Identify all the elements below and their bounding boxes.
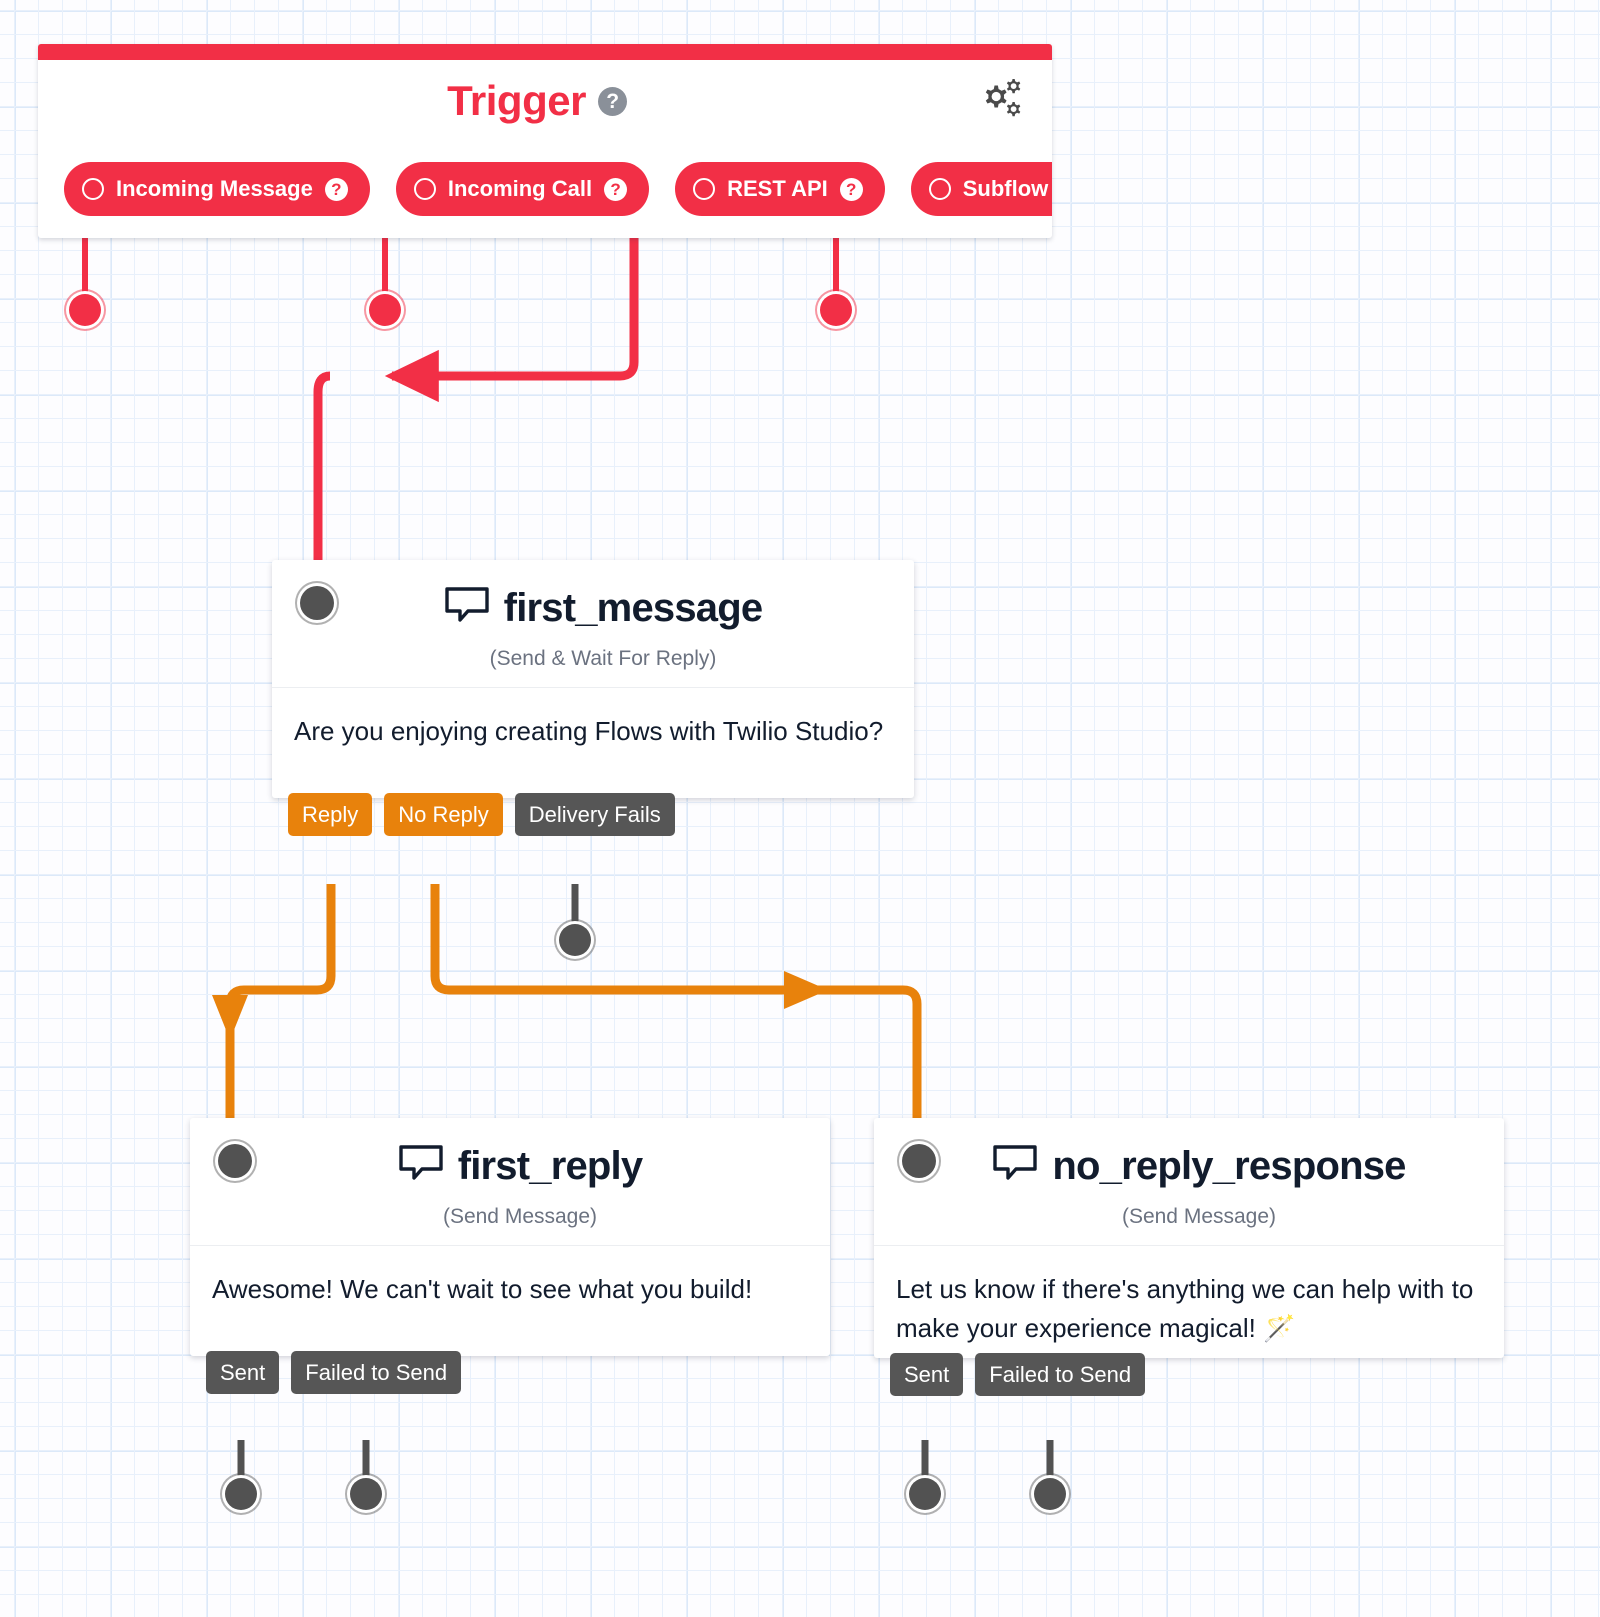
endpoint-delivery-fails[interactable]	[559, 924, 591, 956]
endpoint-no-reply-sent[interactable]	[909, 1478, 941, 1510]
transition-failed-to-send[interactable]: Failed to Send	[975, 1352, 1146, 1396]
trigger-accent-bar	[38, 44, 1052, 60]
node-input-anchor[interactable]	[300, 586, 334, 620]
node-transition-list: Sent Failed to Send	[890, 1352, 1146, 1396]
widget-first-message[interactable]: first_message (Send & Wait For Reply) Ar…	[272, 560, 914, 836]
trigger-pill-label: Incoming Call	[447, 176, 593, 201]
widget-first-reply[interactable]: first_reply (Send Message) Awesome! We c…	[190, 1118, 830, 1394]
transition-reply[interactable]: Reply	[288, 792, 373, 836]
endpoint-first-reply-failed[interactable]	[350, 1478, 382, 1510]
endpoint-first-reply-sent[interactable]	[225, 1478, 257, 1510]
node-title: first_message	[503, 585, 763, 630]
help-icon[interactable]: ?	[597, 86, 627, 116]
transition-delivery-fails[interactable]: Delivery Fails	[514, 792, 675, 836]
endpoint-incoming-call[interactable]	[369, 294, 401, 326]
node-body-text: Let us know if there's anything we can h…	[896, 1274, 1474, 1343]
circle-icon	[82, 178, 104, 200]
message-bubble-icon	[398, 1144, 444, 1187]
trigger-title-row: Trigger ?	[38, 77, 1052, 124]
trigger-pill-rest-api[interactable]: REST API ?	[675, 162, 885, 216]
trigger-pill-incoming-call[interactable]: Incoming Call ?	[395, 162, 650, 216]
transition-sent[interactable]: Sent	[206, 1350, 280, 1394]
endpoint-incoming-message[interactable]	[69, 294, 101, 326]
node-transition-list: Sent Failed to Send	[206, 1350, 462, 1394]
trigger-pill-subflow[interactable]: Subflow ?	[910, 162, 1052, 216]
widget-no-reply-response[interactable]: no_reply_response (Send Message) Let us …	[874, 1118, 1504, 1396]
endpoint-subflow[interactable]	[820, 294, 852, 326]
circle-icon	[693, 178, 716, 200]
transition-no-reply[interactable]: No Reply	[384, 792, 503, 836]
trigger-pill-incoming-message[interactable]: Incoming Message ?	[64, 162, 370, 216]
endpoint-no-reply-failed[interactable]	[1034, 1478, 1066, 1510]
help-icon[interactable]: ?	[839, 177, 863, 201]
node-transition-list: Reply No Reply Delivery Fails	[288, 792, 675, 836]
trigger-title: Trigger	[447, 77, 586, 124]
circle-icon	[413, 178, 436, 200]
circle-icon	[928, 178, 951, 200]
transition-sent[interactable]: Sent	[890, 1352, 964, 1396]
node-input-anchor[interactable]	[218, 1144, 252, 1178]
node-title: first_reply	[457, 1143, 643, 1188]
message-bubble-icon	[992, 1144, 1038, 1187]
node-subtitle: (Send & Wait For Reply)	[489, 647, 717, 670]
trigger-pill-label: Subflow	[962, 176, 1049, 201]
trigger-pill-list: Incoming Message ? Incoming Call ? REST …	[64, 162, 1052, 216]
node-input-anchor[interactable]	[902, 1144, 936, 1178]
node-title: no_reply_response	[1052, 1143, 1406, 1188]
node-body-text: Awesome! We can't wait to see what you b…	[212, 1274, 753, 1304]
node-subtitle: (Send Message)	[1121, 1205, 1277, 1228]
message-bubble-icon	[444, 586, 490, 629]
node-body-text: Are you enjoying creating Flows with Twi…	[294, 716, 884, 746]
help-icon[interactable]: ?	[324, 177, 348, 201]
trigger-pill-label: REST API	[727, 176, 828, 201]
trigger-card[interactable]: Trigger ? Incoming Message ? Incoming Ca…	[38, 44, 1052, 238]
gears-icon[interactable]	[976, 78, 1026, 124]
transition-failed-to-send[interactable]: Failed to Send	[291, 1350, 462, 1394]
trigger-pill-label: Incoming Message	[116, 176, 313, 201]
help-icon[interactable]: ?	[604, 177, 628, 201]
node-subtitle: (Send Message)	[442, 1205, 598, 1228]
